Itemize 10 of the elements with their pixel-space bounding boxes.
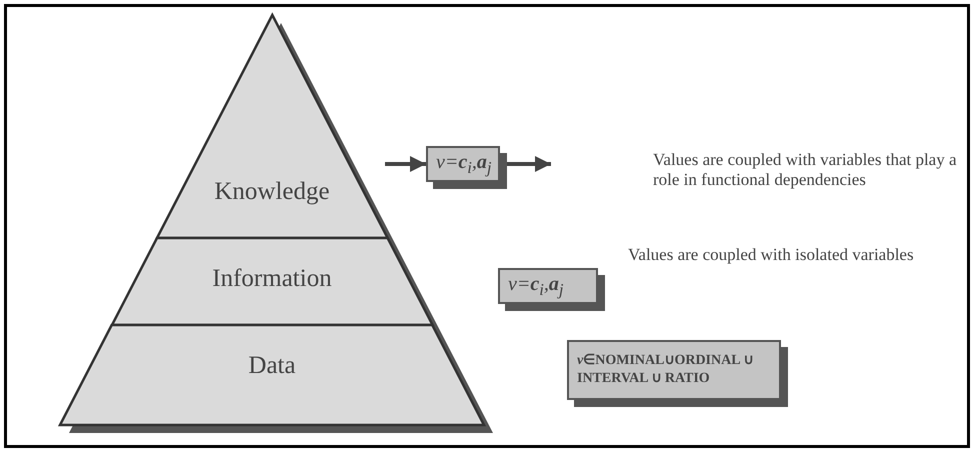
arrow (507, 156, 551, 172)
level-label: Knowledge (213, 178, 331, 206)
level-label: Data (247, 352, 297, 380)
description-text: Values are coupled with isolated variables (628, 245, 915, 266)
formula: v∈NOMINAL∪ORDINAL ∪ INTERVAL ∪ RATIO (577, 352, 754, 388)
arrow (385, 156, 426, 172)
formula: v=c$_{i}$,a$_{j}$ (436, 150, 492, 179)
formula: v=c$_{i}$,a$_{j}$ (508, 272, 564, 301)
description-text: Values are coupled with variables that play a role in functional dependencies (653, 150, 958, 191)
level-label: Information (211, 265, 333, 293)
